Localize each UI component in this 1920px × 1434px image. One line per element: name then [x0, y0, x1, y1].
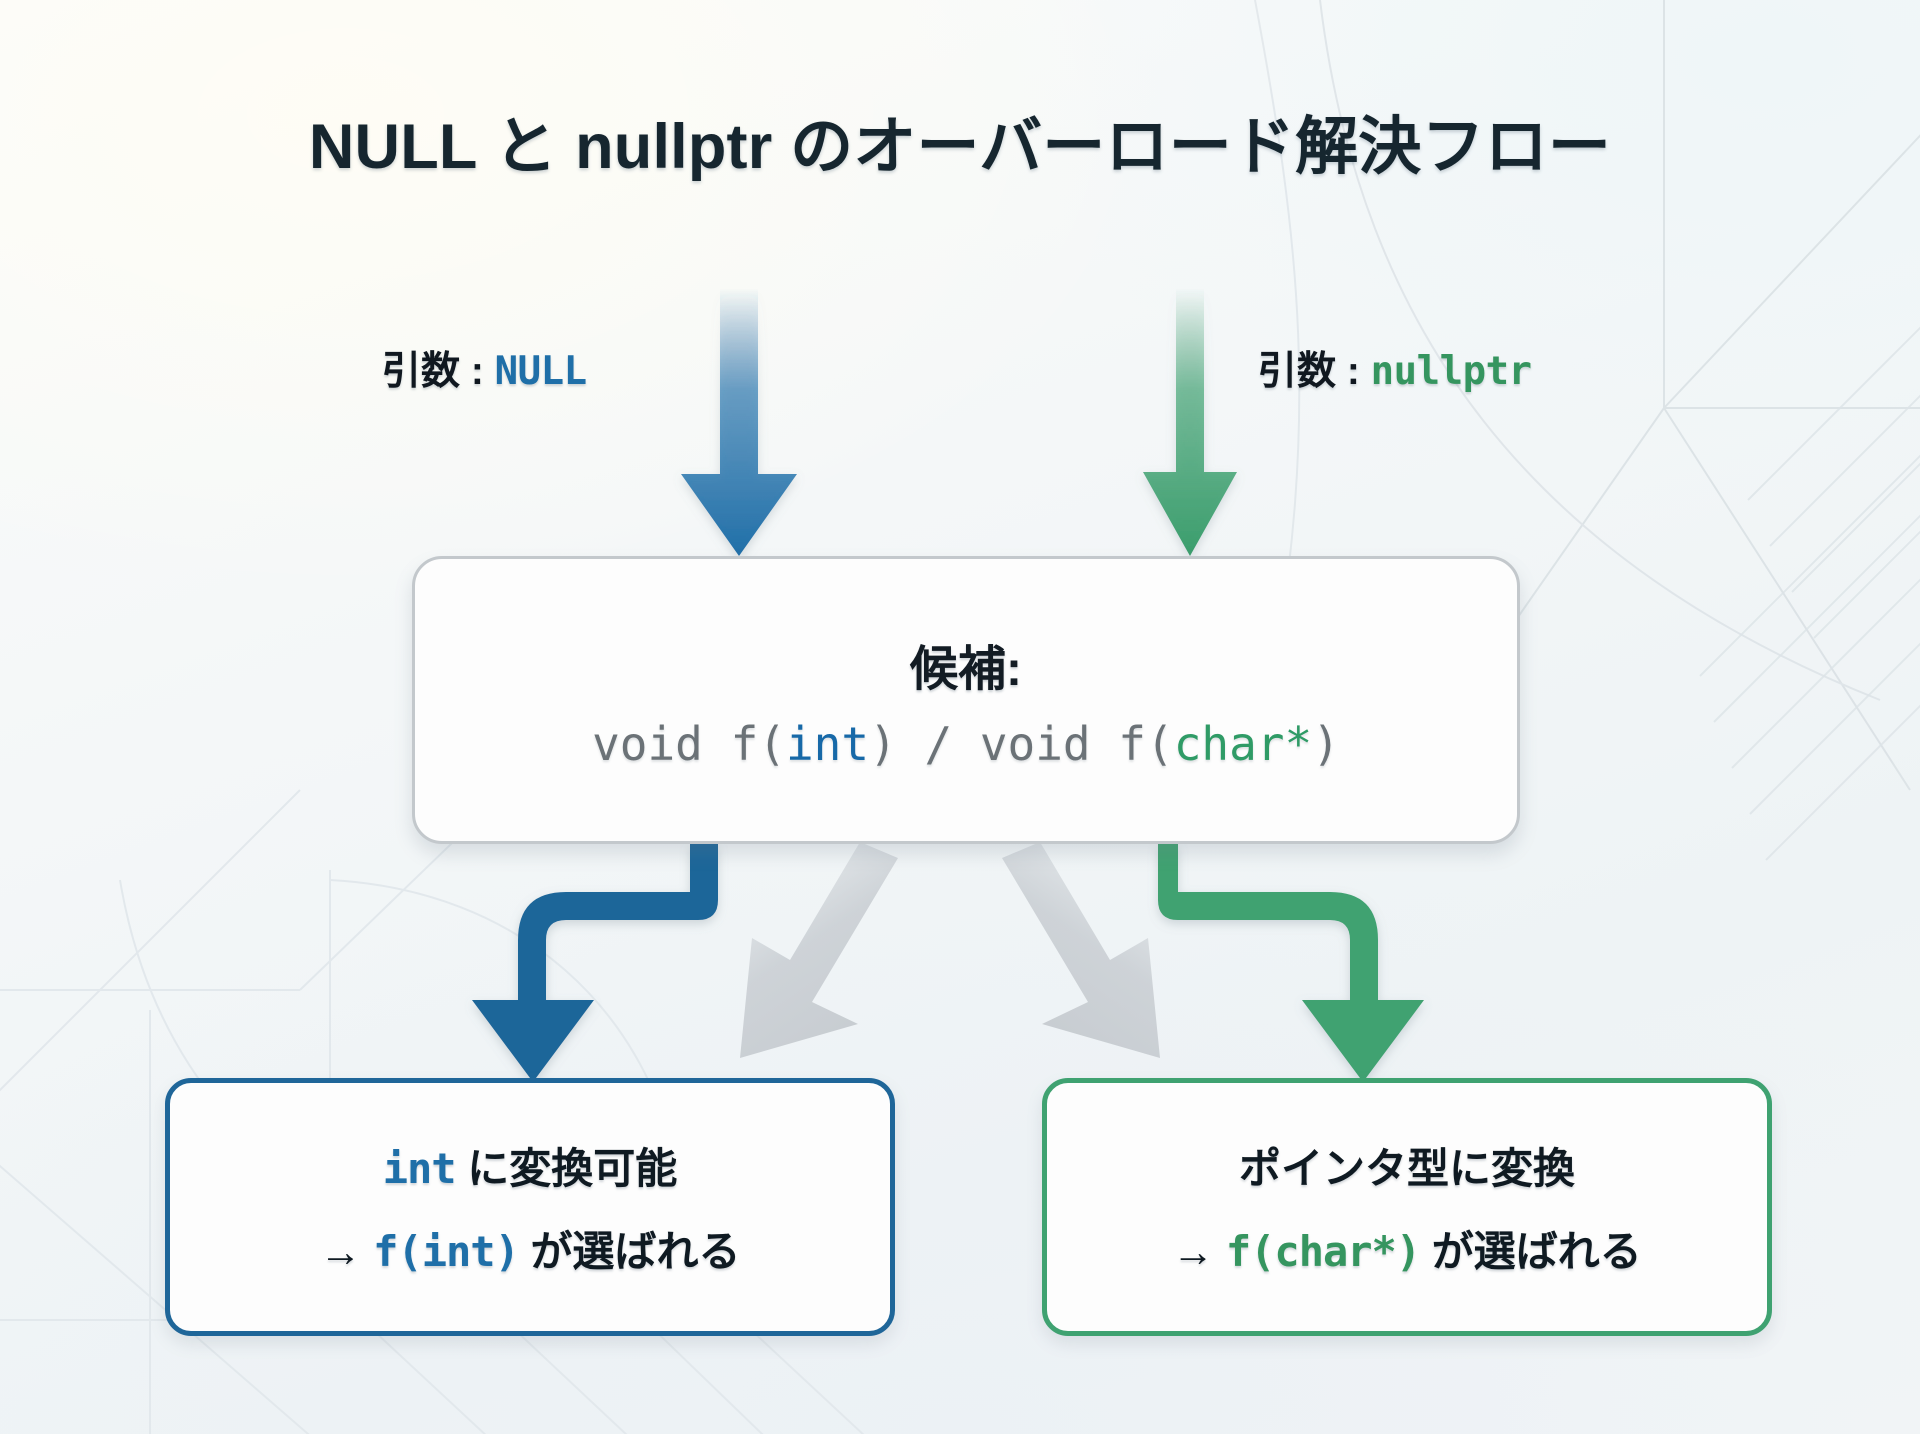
arrow-candidate-reject-left — [740, 842, 898, 1058]
arrow-candidate-to-charptr — [1158, 844, 1424, 1082]
signature-part-1: void f( — [592, 717, 786, 771]
input-label-nullptr-value: nullptr — [1370, 349, 1532, 394]
result-int-line1-text: に変換可能 — [455, 1145, 678, 1192]
input-label-null-value: NULL — [494, 349, 587, 394]
signature-part-3: ) — [1312, 717, 1340, 771]
result-charptr-line2: → f(char*) が選ばれる — [1172, 1218, 1642, 1279]
result-charptr-line2-text: が選ばれる — [1420, 1228, 1642, 1275]
result-box-int: int に変換可能 → f(int) が選ばれる — [165, 1078, 895, 1336]
input-label-null: 引数 : NULL — [382, 340, 587, 396]
input-label-nullptr: 引数 : nullptr — [1258, 340, 1532, 396]
candidate-box: 候補: void f(int) / void f(char*) — [412, 556, 1520, 844]
result-int-line2-code: f(int) — [373, 1227, 520, 1276]
result-int-line2-prefix: → — [319, 1228, 374, 1275]
arrow-candidate-to-int — [472, 844, 718, 1082]
result-int-line1-code: int — [382, 1144, 457, 1193]
input-label-null-prefix: 引数 : — [382, 350, 495, 393]
page-title: NULL と nullptr のオーバーロード解決フロー — [308, 112, 1612, 182]
input-label-nullptr-prefix: 引数 : — [1258, 350, 1371, 393]
result-int-line2: → f(int) が選ばれる — [319, 1218, 740, 1279]
result-int-line2-text: が選ばれる — [518, 1228, 741, 1275]
result-charptr-line2-prefix: → — [1172, 1228, 1226, 1275]
signature-type-int: int — [785, 717, 870, 771]
candidate-heading: 候補: — [910, 643, 1022, 696]
result-charptr-line1-text: ポインタ型に変換 — [1238, 1145, 1575, 1192]
candidate-signature: void f(int) / void f(char*) — [592, 717, 1340, 771]
signature-type-charptr: char* — [1173, 717, 1313, 771]
result-charptr-line2-code: f(char*) — [1225, 1227, 1421, 1276]
arrow-null-to-candidate — [681, 288, 797, 556]
result-box-charptr: ポインタ型に変換 → f(char*) が選ばれる — [1042, 1078, 1772, 1336]
result-int-line1: int に変換可能 — [383, 1135, 678, 1196]
result-charptr-line1: ポインタ型に変換 — [1239, 1135, 1575, 1196]
signature-part-2: ) / void f( — [869, 717, 1174, 771]
arrow-nullptr-to-candidate — [1143, 288, 1237, 556]
arrow-candidate-reject-right — [1002, 842, 1160, 1058]
